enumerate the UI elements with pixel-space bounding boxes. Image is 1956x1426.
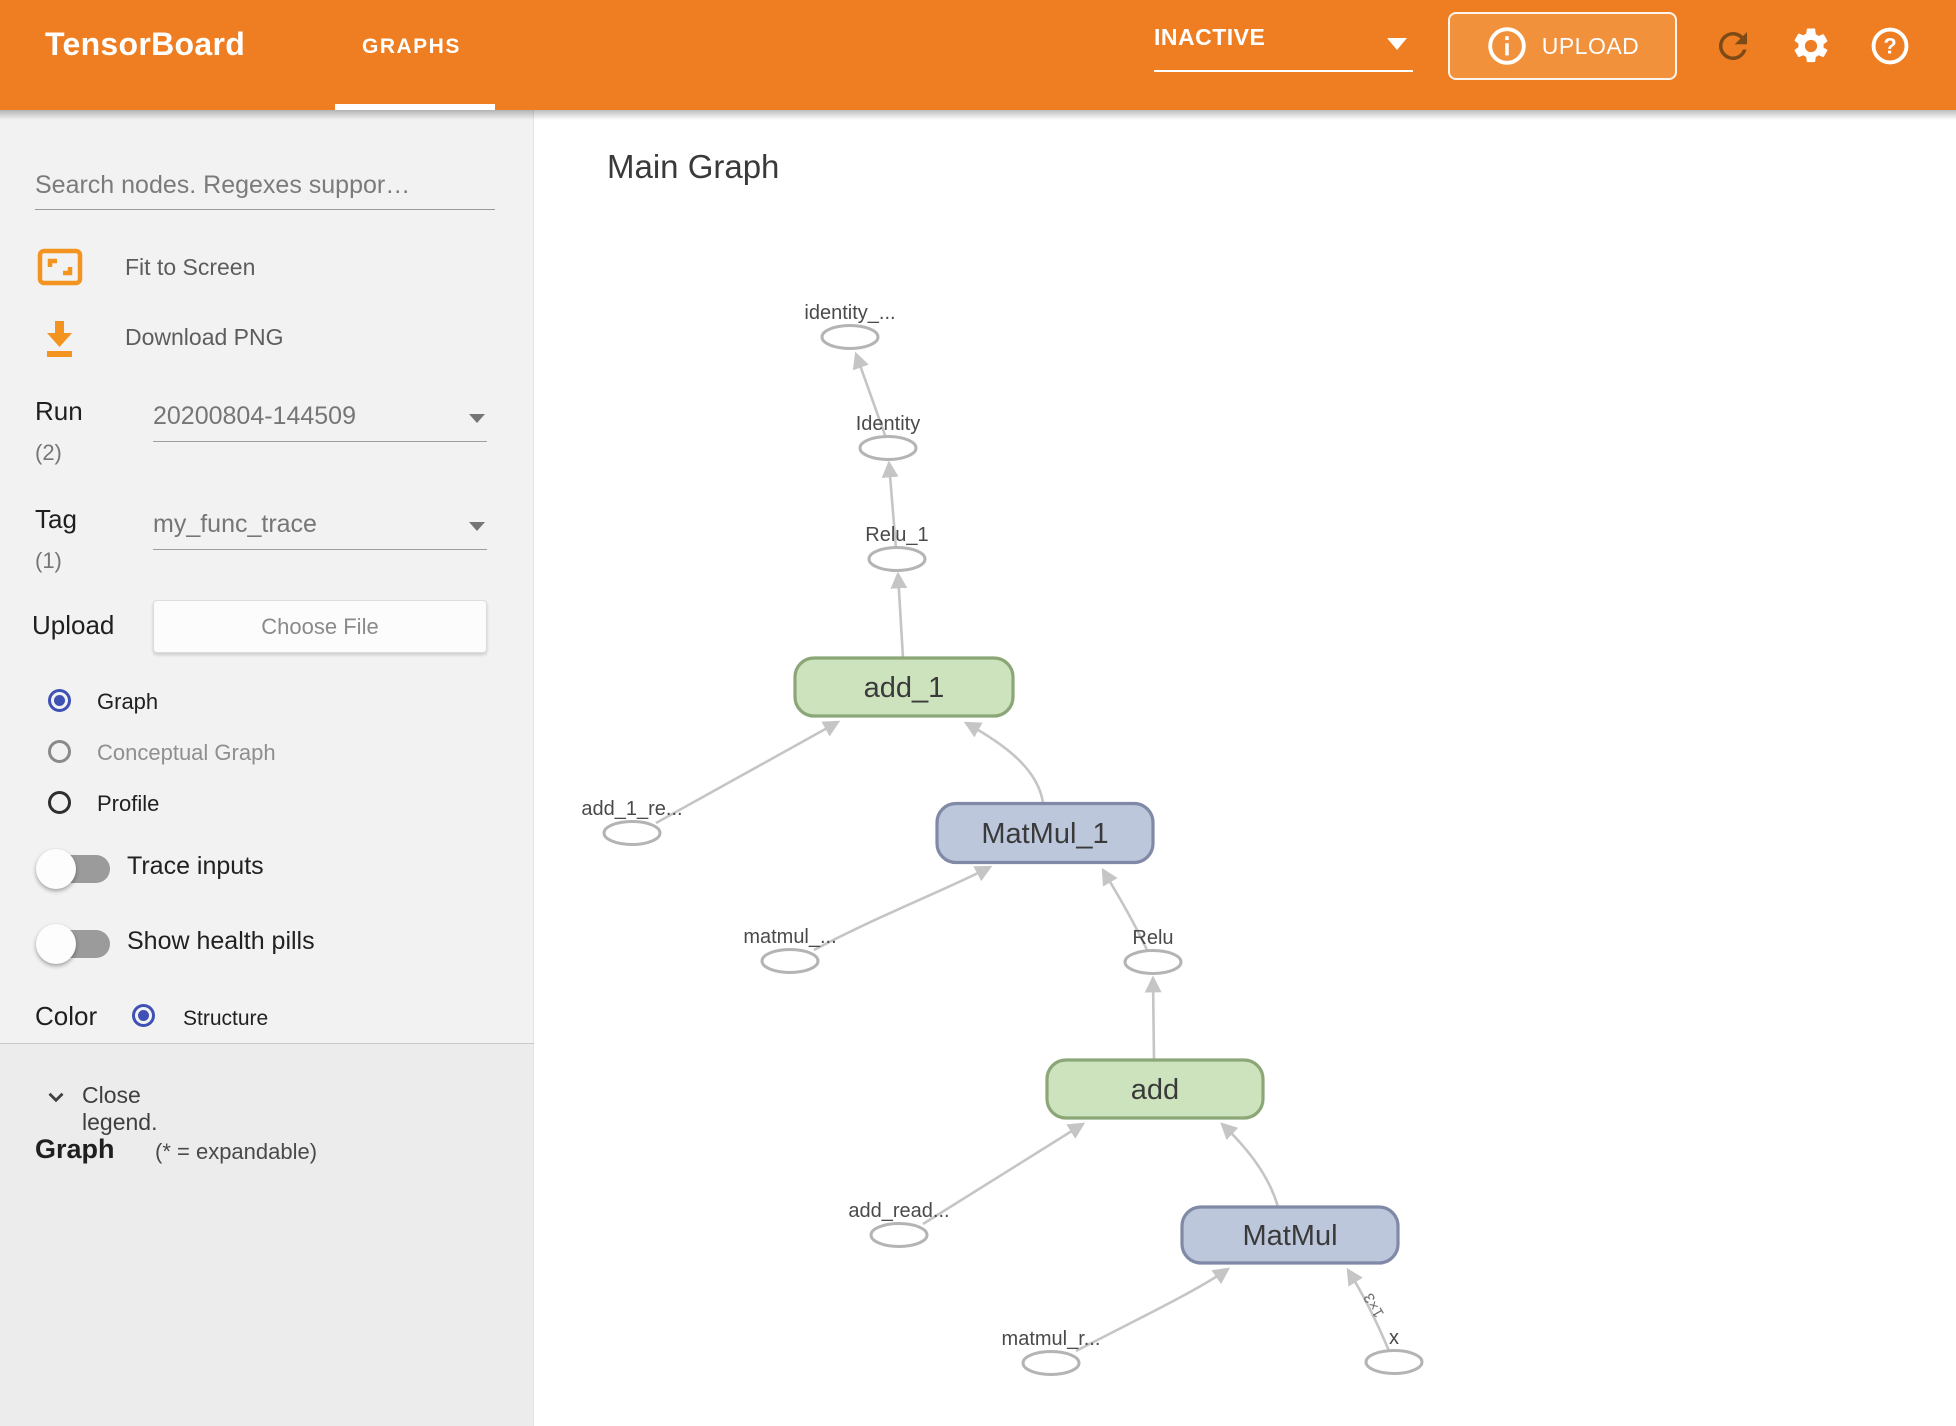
toggle-knob <box>36 849 76 889</box>
op-node-matmul_read[interactable]: matmul_... <box>743 926 837 974</box>
trace-inputs-label: Trace inputs <box>127 852 264 880</box>
radio-graph[interactable]: Graph <box>0 687 534 717</box>
op-node-label: add_1_re... <box>581 798 682 820</box>
radio-unselected-icon <box>48 791 71 814</box>
function-node-add[interactable]: add <box>1045 1058 1265 1120</box>
op-node-label: identity_... <box>804 302 895 324</box>
tab-graphs[interactable]: GRAPHS <box>362 35 461 58</box>
op-node-x[interactable]: x <box>1364 1327 1424 1375</box>
op-node-identity-out[interactable]: identity_... <box>804 302 896 350</box>
main-graph-title: Main Graph <box>607 148 780 185</box>
function-node-label: add_1 <box>864 672 945 704</box>
radio-profile-label: Profile <box>97 791 160 816</box>
run-select[interactable]: 20200804-144509 <box>153 398 487 442</box>
function-node-label: MatMul_1 <box>981 818 1108 850</box>
op-node-add_1_read[interactable]: add_1_re... <box>581 798 683 846</box>
app-header: TensorBoard GRAPHS INACTIVE UPLOAD ? <box>0 0 1956 110</box>
info-icon <box>1487 27 1526 65</box>
radio-conceptual-graph-label: Conceptual Graph <box>97 740 276 765</box>
header-shadow <box>0 110 1956 120</box>
op-node-Relu_1[interactable]: Relu_1 <box>865 524 929 572</box>
function-node-add_1[interactable]: add_1 <box>793 656 1015 718</box>
radio-selected-icon <box>48 689 71 712</box>
tag-count: (1) <box>35 548 62 573</box>
upload-button[interactable]: UPLOAD <box>1448 12 1677 80</box>
search-input[interactable] <box>35 162 495 210</box>
download-icon <box>47 321 72 357</box>
op-node-label: matmul_... <box>743 926 836 948</box>
legend-panel: Close legend. Graph (* = expandable) Nam… <box>0 1044 533 1426</box>
radio-graph-label: Graph <box>97 689 159 714</box>
fit-to-screen-button[interactable]: Fit to Screen <box>0 248 534 292</box>
op-node-label: Relu_1 <box>865 524 928 546</box>
tag-select[interactable]: my_func_trace <box>153 506 487 550</box>
run-status-dropdown[interactable]: INACTIVE <box>1154 24 1413 74</box>
toggle-knob <box>36 924 76 964</box>
op-node-label: x <box>1389 1327 1399 1349</box>
sidebar: Fit to Screen Download PNG Run (2) 20200… <box>0 110 534 1426</box>
run-status-value: INACTIVE <box>1154 24 1266 50</box>
active-tab-indicator <box>335 104 495 110</box>
op-node-label: Relu <box>1132 927 1173 949</box>
fit-to-screen-icon <box>37 248 83 286</box>
run-label: Run <box>35 396 83 426</box>
function-node-label: add <box>1131 1074 1179 1106</box>
show-health-pills-label: Show health pills <box>127 927 315 955</box>
trace-inputs-toggle[interactable]: Trace inputs <box>0 846 534 892</box>
download-png-label: Download PNG <box>125 324 284 350</box>
radio-conceptual-graph[interactable]: Conceptual Graph <box>0 738 534 768</box>
legend-note: (* = expandable) <box>155 1139 318 1164</box>
radio-structure[interactable] <box>132 1004 155 1027</box>
choose-file-button[interactable]: Choose File <box>153 600 487 653</box>
chevron-down-icon <box>469 414 485 423</box>
download-png-button[interactable]: Download PNG <box>0 318 534 362</box>
app-logo: TensorBoard <box>45 26 246 62</box>
color-label: Color <box>35 1001 98 1031</box>
gear-icon[interactable] <box>1790 25 1832 67</box>
op-node-label: Identity <box>856 413 920 435</box>
op-node-Identity[interactable]: Identity <box>856 413 920 461</box>
tag-select-value: my_func_trace <box>153 510 317 538</box>
legend-heading: Graph <box>35 1134 115 1164</box>
radio-unselected-icon <box>48 740 71 763</box>
function-node-MatMul_1[interactable]: MatMul_1 <box>935 801 1155 865</box>
close-legend-label: Close legend. <box>82 1082 158 1135</box>
chevron-down-icon <box>1387 38 1407 50</box>
svg-text:?: ? <box>1883 34 1896 59</box>
help-icon[interactable]: ? <box>1869 25 1911 67</box>
chevron-down-icon <box>48 1092 64 1103</box>
color-structure-label: Structure <box>183 1007 269 1030</box>
tag-label: Tag <box>35 504 77 534</box>
op-node-add_read[interactable]: add_read... <box>848 1200 950 1248</box>
run-select-value: 20200804-144509 <box>153 402 356 430</box>
op-node-label: matmul_r... <box>1002 1328 1101 1350</box>
op-node-Relu[interactable]: Relu <box>1123 927 1183 975</box>
legend-divider <box>0 1043 534 1044</box>
show-health-pills-toggle[interactable]: Show health pills <box>0 921 534 967</box>
fit-to-screen-label: Fit to Screen <box>125 254 256 280</box>
function-node-MatMul[interactable]: MatMul <box>1180 1205 1400 1265</box>
chevron-down-icon <box>469 522 485 531</box>
refresh-icon[interactable] <box>1712 25 1754 67</box>
function-node-label: MatMul <box>1242 1220 1337 1252</box>
op-node-label: add_read... <box>848 1200 949 1222</box>
run-count: (2) <box>35 440 62 465</box>
op-node-matmul_r_read[interactable]: matmul_r... <box>1002 1328 1101 1376</box>
radio-profile[interactable]: Profile <box>0 789 534 819</box>
upload-label: Upload <box>32 610 115 640</box>
upload-button-label: UPLOAD <box>1541 32 1640 59</box>
